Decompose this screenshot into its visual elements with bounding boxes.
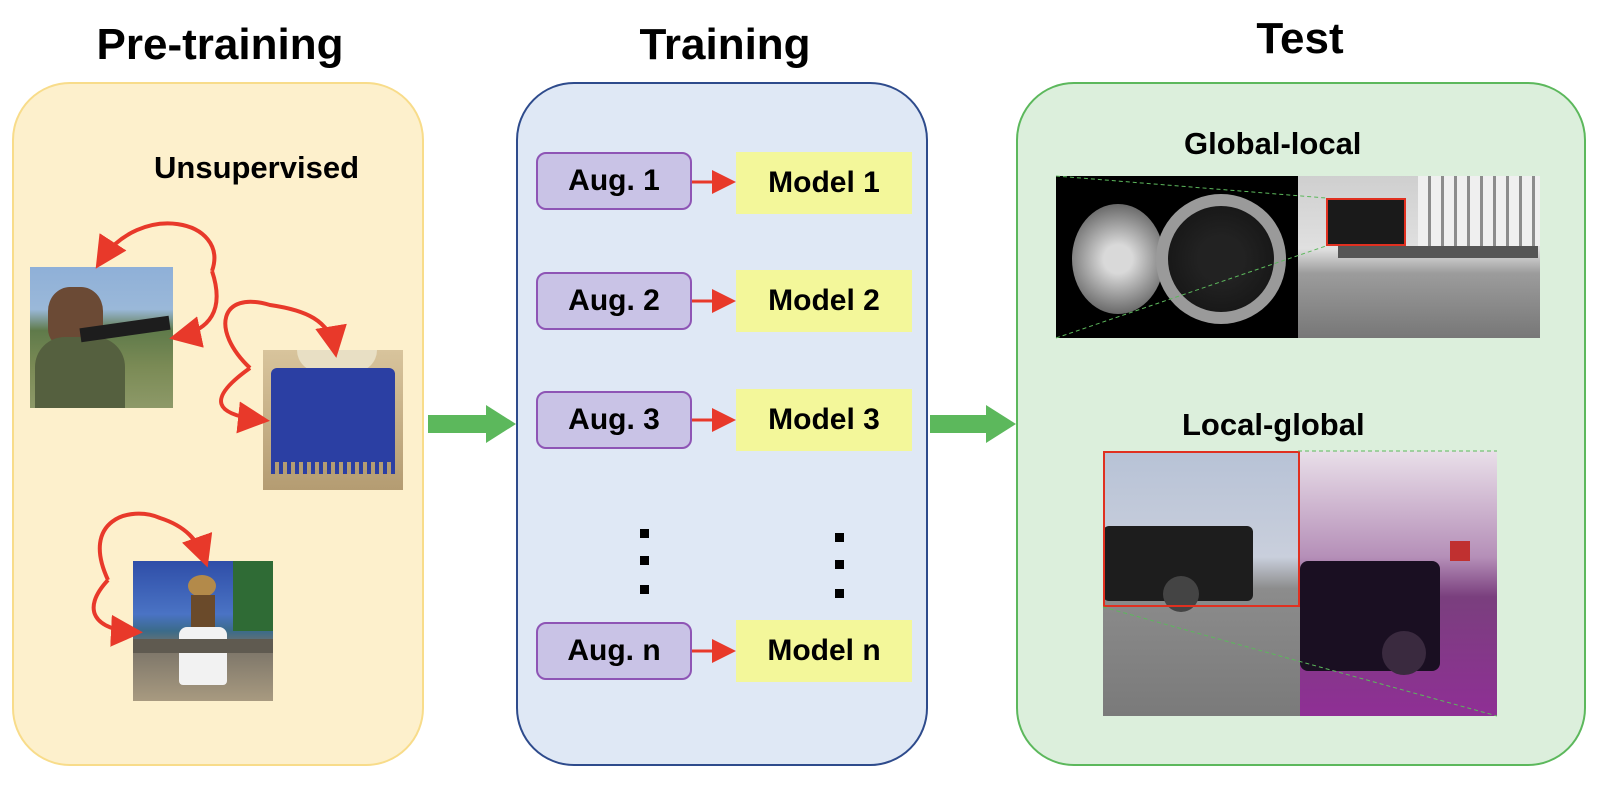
global-local-label: Global-local [1184,126,1362,161]
model-box-n: Model n [736,620,912,682]
soldier-photo [30,267,173,408]
cycle-arrow-1 [95,221,217,272]
ellipsis-dot [835,560,844,569]
ellipsis-dot [835,589,844,598]
aug-box-n: Aug. n [536,622,692,680]
beach-person-photo [133,561,273,701]
green-arrow-pretrain-to-train [428,405,516,443]
street-photo-augmented [1300,451,1497,716]
heading-pretraining: Pre-training [96,20,344,69]
cycle-arrow-1 [169,270,219,348]
aug-box-2: Aug. 2 [536,272,692,330]
ellipsis-dot [640,529,649,538]
cycle-arrow-3 [97,511,213,581]
model-box-1: Model 1 [736,152,912,214]
local-global-label: Local-global [1182,407,1365,442]
cycle-arrow-2 [219,366,270,434]
heading-training: Training [639,20,811,69]
green-arrow-train-to-test [930,405,1016,443]
ellipsis-dot [640,585,649,594]
watch-photo [1056,176,1298,338]
ellipsis-dot [835,533,844,542]
ellipsis-dot [640,556,649,565]
heading-test: Test [1256,14,1344,63]
cycle-arrow-3 [91,578,143,647]
office-photo [1298,176,1540,338]
model-box-2: Model 2 [736,270,912,332]
street-photo-original [1103,451,1300,716]
unsupervised-label: Unsupervised [154,150,360,185]
model-box-3: Model 3 [736,389,912,451]
aug-box-1: Aug. 1 [536,152,692,210]
cycle-arrow-2 [223,299,347,370]
aug-box-3: Aug. 3 [536,391,692,449]
skirt-photo [263,350,403,490]
